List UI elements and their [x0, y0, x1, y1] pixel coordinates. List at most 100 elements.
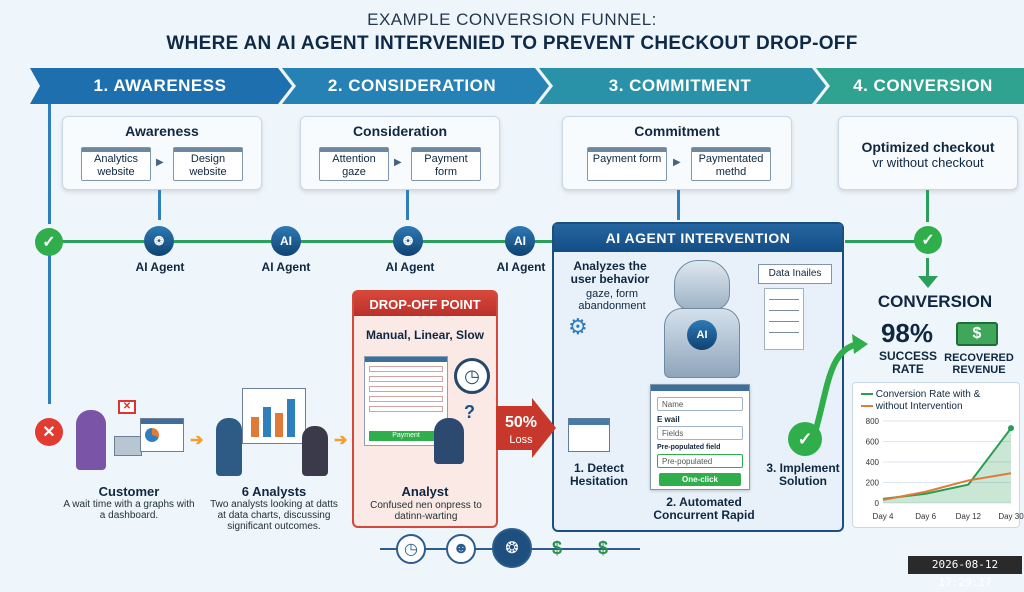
card-consideration: Consideration Attention gaze ▶ Payment f… — [300, 116, 500, 190]
revenue-label: RECOVERED REVENUE — [944, 352, 1014, 376]
card-item: Payment form — [411, 147, 481, 181]
dropoff-panel: DROP-OFF POINT Manual, Linear, Slow Paym… — [352, 290, 498, 528]
error-icon: ✕ — [118, 400, 136, 414]
close-icon: ✕ — [35, 418, 63, 446]
arrow-icon: ▶ — [394, 157, 402, 168]
connector — [677, 190, 680, 220]
card-item: Payment form — [587, 147, 667, 181]
flow-line — [62, 240, 552, 243]
one-click-button[interactable]: One-click — [659, 473, 741, 486]
x-tick-label: Day 4 — [873, 512, 894, 521]
analyst-desc: Confused nen onpress to datinn-warting — [370, 500, 482, 522]
analyzes-sub: gaze, form abandonment — [578, 288, 646, 312]
laptop-icon — [114, 436, 142, 456]
brain-icon: ❂ — [144, 226, 174, 256]
legend-series-1: Conversion Rate with & — [875, 389, 981, 400]
x-tick-label: Day 6 — [915, 512, 936, 521]
agent-label: AI Agent — [385, 260, 435, 274]
autofill-form: Name E wail Fields Pre-populated field P… — [650, 384, 750, 490]
card-awareness: Awareness Analytics website ▶ Design web… — [62, 116, 262, 190]
legend-swatch — [861, 405, 873, 408]
card-commitment: Commitment Payment form ▶ Paymentated me… — [562, 116, 792, 190]
arrow-icon: ▶ — [673, 157, 681, 168]
loss-value: 50% — [504, 414, 538, 431]
card-title: Awareness — [125, 123, 199, 139]
card-item: Analytics website — [81, 147, 151, 181]
customer-desc: A wait time with a graphs with a dashboa… — [63, 499, 195, 521]
fields-field: Fields — [657, 426, 743, 440]
money-bags-icon: $ — [598, 538, 609, 558]
arrow-down-icon — [918, 276, 938, 288]
success-rate: 98% — [880, 318, 934, 348]
money-icon: $ — [956, 322, 998, 346]
intervention-panel: AI AGENT INTERVENTION Analyzes the user … — [552, 222, 844, 532]
name-field: Name — [657, 397, 743, 411]
analyst-figure — [434, 418, 464, 464]
x-tick-label: Day 30 — [998, 512, 1024, 521]
customer-figure — [76, 410, 106, 470]
manual-form: Payment — [364, 356, 448, 446]
customer-illustration: ✕ — [70, 394, 188, 478]
dashboard-icon — [140, 418, 184, 452]
email-label: E wail — [657, 415, 680, 424]
dropoff-subtitle: Manual, Linear, Slow — [365, 328, 485, 342]
analyst-title: Analyst — [401, 484, 449, 499]
gear-icon: ⚙ — [568, 314, 588, 339]
checklist-icon — [764, 288, 804, 350]
loss-arrow — [496, 398, 556, 458]
agent-label: AI Agent — [135, 260, 185, 274]
arrow-icon: ➔ — [190, 432, 204, 449]
connector — [158, 190, 161, 220]
page-title: WHERE AN AI AGENT INTERVENIED TO PREVENT… — [166, 33, 858, 54]
y-tick-label: 800 — [866, 417, 880, 426]
series-area — [883, 428, 1011, 503]
card-title: Optimized checkout — [861, 139, 995, 155]
connector — [48, 104, 51, 224]
timestamp: 2026-08-12 17:29:17 — [908, 556, 1022, 589]
subtitle: EXAMPLE CONVERSION FUNNEL: — [367, 10, 657, 29]
conversion-chart: Conversion Rate with & without Intervent… — [852, 382, 1024, 528]
data-label: Data Inailes — [758, 264, 832, 284]
analyst-figure — [216, 418, 242, 476]
brain-icon: ❂ — [393, 226, 423, 256]
arrow-icon: ▶ — [156, 157, 164, 168]
card-title: Commitment — [634, 123, 720, 139]
series-line — [882, 472, 1012, 501]
dropoff-header: DROP-OFF POINT — [354, 292, 496, 316]
connector — [926, 258, 929, 280]
y-tick-label: 600 — [866, 438, 880, 447]
step-detect: 1. Detect Hesitation — [569, 461, 628, 488]
connector — [926, 190, 929, 222]
check-icon: ✓ — [914, 226, 942, 254]
chip-icon: AI — [271, 226, 301, 256]
question-icon: ? — [464, 402, 475, 422]
stage-banner — [30, 68, 1024, 104]
card-subtitle: vr without checkout — [872, 155, 984, 170]
analysts-illustration — [212, 388, 336, 480]
chart-legend: Conversion Rate with & without Intervent… — [861, 389, 1019, 413]
y-tick-label: 200 — [866, 479, 880, 488]
analyst-figure — [302, 426, 328, 476]
stage-awareness: 1. AWARENESS — [93, 76, 227, 95]
conversion-title: CONVERSION — [877, 292, 993, 311]
legend-swatch — [861, 393, 873, 396]
legend-series-2: without Intervention — [875, 401, 963, 412]
step-implement: 3. Implement Solution — [766, 461, 840, 488]
data-point — [1008, 425, 1014, 432]
monitor-icon — [568, 418, 610, 452]
x-tick-label: Day 12 — [956, 512, 982, 521]
ai-chip-icon: AI — [687, 320, 717, 350]
brain-icon: ❂ — [492, 528, 532, 568]
dollar-icon: $ — [552, 538, 563, 558]
connector — [406, 190, 409, 220]
card-title: Consideration — [352, 123, 448, 139]
payment-button[interactable]: Payment — [369, 431, 443, 441]
clock-icon: ◷ — [454, 358, 490, 394]
chip-icon: AI — [505, 226, 535, 256]
card-item: Paymentated methd — [691, 147, 771, 181]
card-item: Design website — [173, 147, 243, 181]
analyzes-text: Analyzes the user behavior — [570, 259, 650, 286]
intervention-header: AI AGENT INTERVENTION — [554, 224, 842, 252]
stage-consideration: 2. CONSIDERATION — [327, 76, 497, 95]
